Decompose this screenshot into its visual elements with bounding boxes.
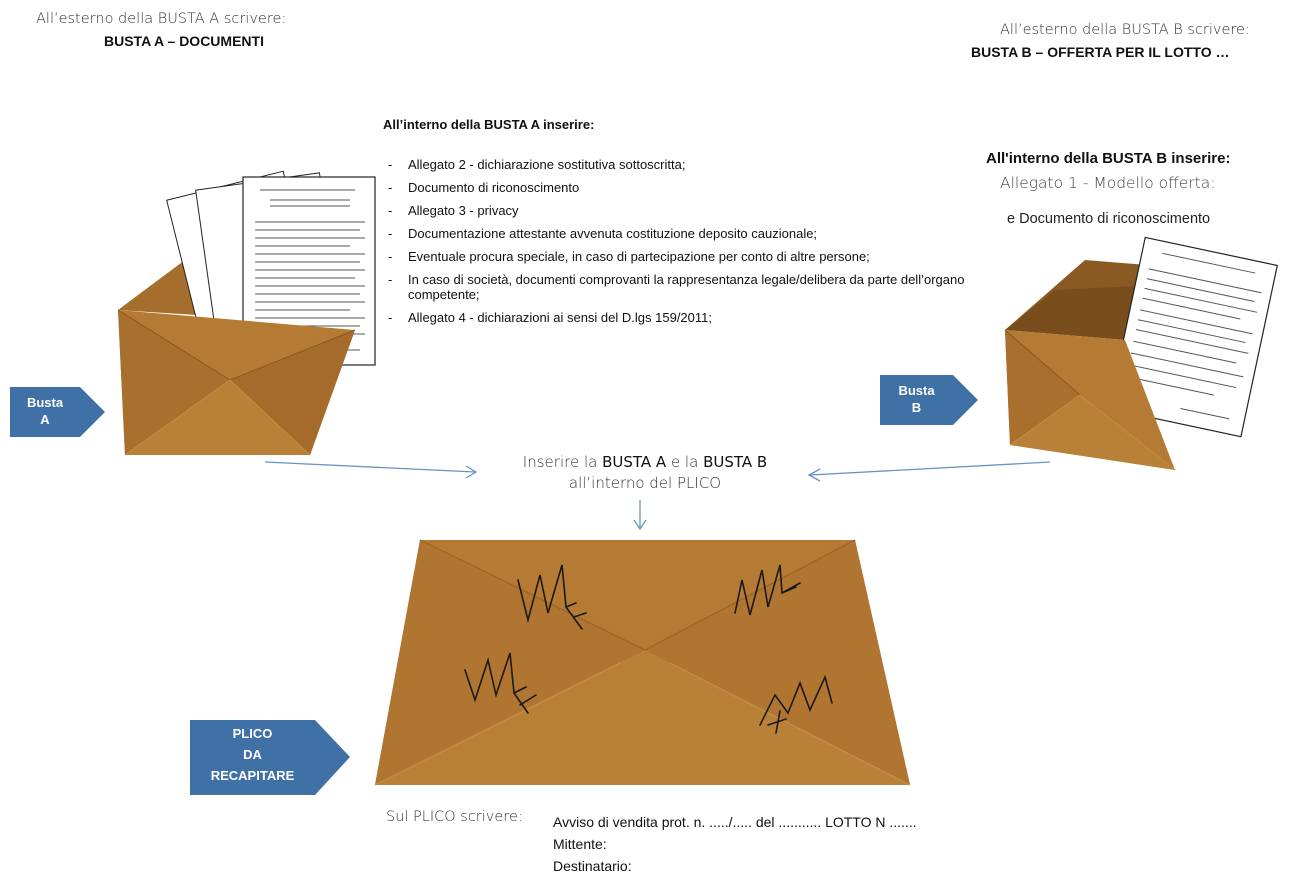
busta-a-inside-list: Allegato 2 - dichiarazione sostitutiva s… [386,157,966,325]
plico-tag-line1: PLICO [232,726,273,741]
busta-a-outside-intro: All’esterno della BUSTA A scrivere: [36,11,287,27]
arrow-head-down [633,519,647,531]
arrow-tag-shape [10,387,105,437]
center-busta-a-text: BUSTA A [602,453,667,471]
plico-instructions-line3: Destinatario: [553,858,632,874]
signature-mark [517,564,587,630]
list-item: Documento di riconoscimento [386,180,966,195]
busta-b-tag: Busta B [880,375,978,425]
busta-b-outside-intro: All’esterno della BUSTA B scrivere: [1000,22,1250,38]
busta-a-tag-line1: Busta [26,395,64,410]
signature-mark [734,564,801,616]
center-busta-b-text: BUSTA B [703,453,768,471]
envelope-b-illustration [1004,236,1279,471]
busta-a-tag: Busta A [10,387,105,437]
busta-b-tag-line1: Busta [898,383,935,398]
arrow-busta-a-to-center [264,461,476,473]
plico-instructions-line2: Mittente: [553,836,607,852]
plico-tag: PLICO DA RECAPITARE [190,720,350,795]
busta-a-inside-block: All’interno della BUSTA A inserire: Alle… [380,117,980,333]
busta-b-inside-line1: Allegato 1 - Modello offerta: [1000,174,1216,192]
busta-b-inside-line2: e Documento di riconoscimento [1007,211,1211,227]
envelope-a-illustration [117,170,376,456]
center-instruction-line1: Inserire la BUSTA A e la BUSTA B [470,452,820,473]
list-item: Allegato 4 - dichiarazioni ai sensi del … [386,310,966,325]
busta-b-tag-line2: B [911,400,922,415]
signature-mark [464,652,537,714]
plico-tag-line2: DA [243,747,262,762]
signature-mark [759,674,833,734]
plico-illustration [374,539,911,786]
busta-b-outside-label: BUSTA B – OFFERTA PER IL LOTTO … [971,44,1230,60]
plico-instructions-label: Sul PLICO scrivere: [386,809,523,825]
arrow-busta-b-to-center [809,461,1051,476]
busta-a-inside-title: All’interno della BUSTA A inserire: [383,117,595,132]
busta-a-tag-line2: A [40,412,50,427]
center-mid-text: e la [666,453,704,471]
center-instruction: Inserire la BUSTA A e la BUSTA B all’int… [470,452,820,494]
arrow-head-right [465,465,478,479]
center-instruction-line2: all’interno del PLICO [568,474,722,492]
list-item: Eventuale procura speciale, in caso di p… [386,249,966,264]
list-item: In caso di società, documenti comprovant… [386,272,968,302]
list-item: Documentazione attestante avvenuta costi… [386,226,966,241]
busta-a-outside-label: BUSTA A – DOCUMENTI [104,33,264,49]
arrow-tag-shape [190,720,350,795]
center-pre-text: Inserire la [522,453,603,471]
plico-tag-line3: RECAPITARE [210,768,295,783]
arrow-head-left [807,468,821,482]
list-item: Allegato 3 - privacy [386,203,966,218]
list-item: Allegato 2 - dichiarazione sostitutiva s… [386,157,966,172]
arrow-tag-shape [880,375,978,425]
busta-b-inside-title: All'interno della BUSTA B inserire: [986,150,1231,167]
plico-instructions-line1: Avviso di vendita prot. n. ...../..... d… [553,814,917,830]
